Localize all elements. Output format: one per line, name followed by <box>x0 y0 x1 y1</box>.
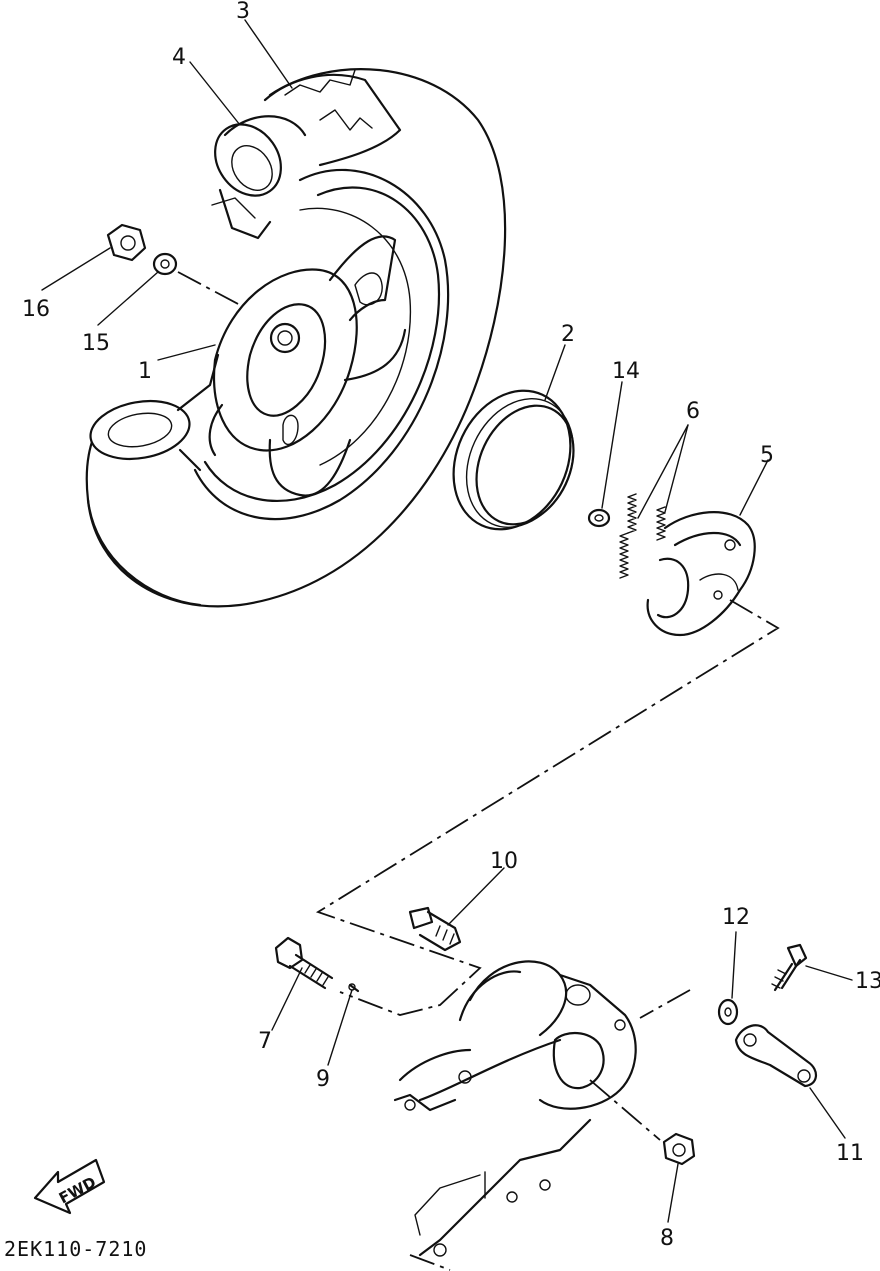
washer-part-14 <box>587 508 611 528</box>
reference-code: 2EK110-7210 <box>4 1237 147 1261</box>
callout-7: 7 <box>258 1029 272 1054</box>
callout-labels: 1 2 3 4 5 6 7 8 9 10 11 12 13 14 15 16 <box>22 0 880 1251</box>
forward-arrow-icon: FWD <box>33 1158 106 1215</box>
washer-part-15 <box>152 252 178 276</box>
callout-10: 10 <box>490 849 518 874</box>
nut-part-8 <box>589 1079 696 1166</box>
callout-9: 9 <box>316 1067 330 1092</box>
assembly-centerline <box>315 599 780 1016</box>
wheel-assembly <box>85 68 507 608</box>
callout-15: 15 <box>82 331 110 356</box>
callout-8: 8 <box>660 1226 674 1251</box>
callout-1: 1 <box>138 359 152 384</box>
callout-2: 2 <box>561 322 575 347</box>
callout-12: 12 <box>722 905 750 930</box>
callout-3: 3 <box>236 0 250 24</box>
bolt-part-13 <box>771 943 808 992</box>
nut-part-16 <box>106 223 147 262</box>
callout-13: 13 <box>855 969 880 994</box>
callout-6: 6 <box>686 399 700 424</box>
callout-16: 16 <box>22 297 50 322</box>
washer-part-12 <box>717 998 739 1026</box>
callout-11: 11 <box>836 1141 864 1166</box>
arm-centerline <box>639 989 691 1019</box>
leader-lines <box>41 19 853 1223</box>
pin-part-9 <box>348 983 360 993</box>
brake-shoes-part-5 <box>646 511 756 637</box>
camshaft-part-10 <box>408 906 462 952</box>
axle-centerline-upper <box>177 271 241 306</box>
brake-lever-part-11 <box>734 1024 817 1088</box>
callout-14: 14 <box>612 359 640 384</box>
bolt-part-7 <box>274 936 334 990</box>
springs-part-6 <box>619 493 666 579</box>
brake-drum-ring <box>452 389 575 531</box>
callout-4: 4 <box>172 45 186 70</box>
callout-5: 5 <box>760 443 774 468</box>
brake-hub-swingarm <box>393 960 637 1271</box>
